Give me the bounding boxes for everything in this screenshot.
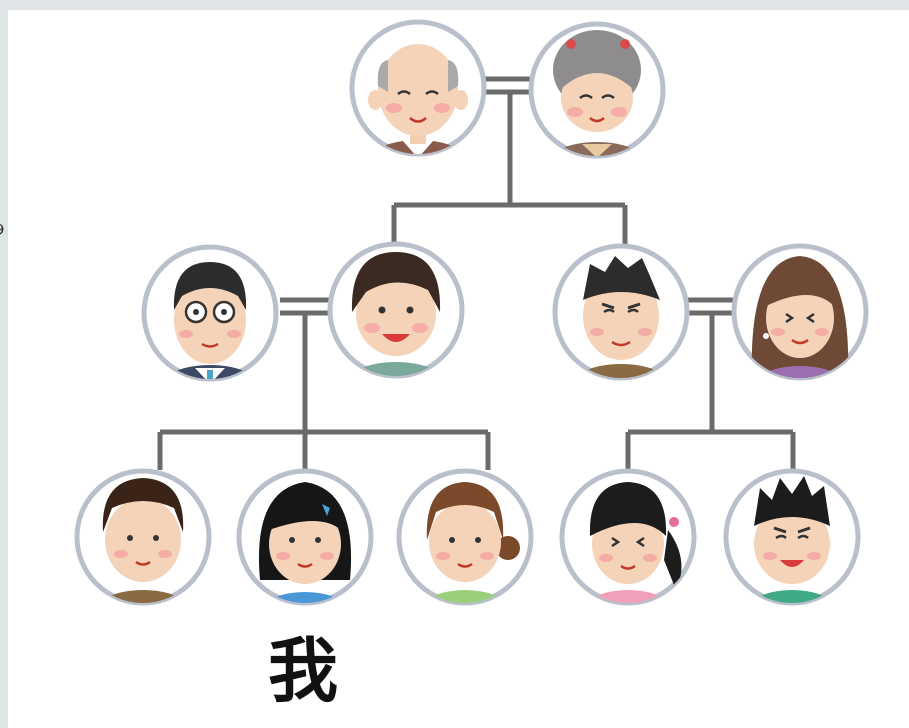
grandfather-avatar — [349, 19, 487, 157]
connector-lines — [157, 76, 796, 470]
sister-avatar — [396, 468, 534, 606]
marriage-line-parents — [280, 297, 330, 316]
line-parents-to-children — [157, 313, 491, 470]
brother-avatar — [74, 468, 212, 606]
me-label: 我 — [268, 630, 338, 712]
line-grandparents-to-children — [391, 92, 628, 245]
marriage-line-grandparents — [484, 76, 531, 95]
aunt-avatar — [731, 243, 869, 381]
cousin-boy-avatar — [723, 468, 861, 606]
father-avatar — [141, 244, 279, 382]
me-avatar — [236, 468, 374, 606]
edge-fragment: ⁹ — [0, 220, 4, 250]
grandmother-avatar — [528, 21, 666, 159]
mother-avatar — [327, 241, 465, 379]
uncle-avatar — [552, 243, 690, 381]
line-uncle-aunt-to-children — [625, 313, 796, 470]
marriage-line-uncle-aunt — [688, 297, 735, 316]
cousin-girl-avatar — [559, 468, 697, 606]
